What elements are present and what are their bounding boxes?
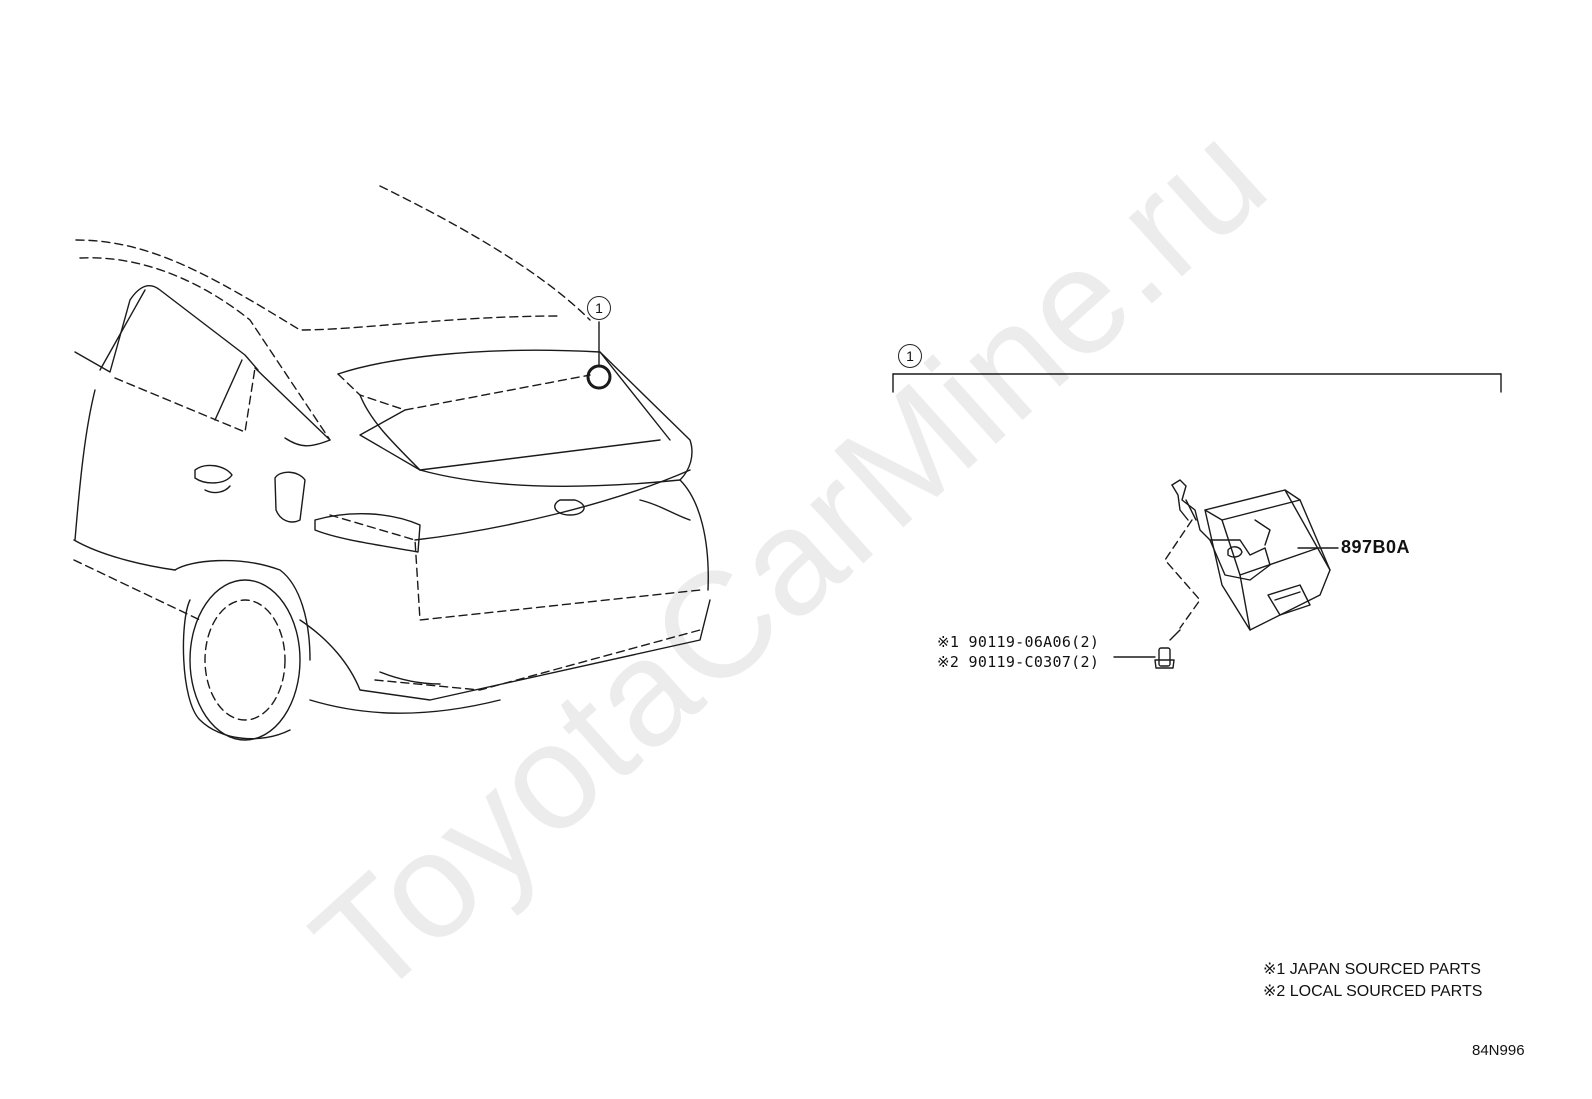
module-part-number: 897B0A	[1341, 537, 1411, 557]
diagram-code: 84N996	[1472, 1042, 1525, 1059]
bolt-part-number-japan: ※1 90119-06A06(2)	[937, 633, 1100, 651]
vehicle-outline	[73, 185, 711, 741]
bolt-component	[1113, 629, 1181, 669]
group-bracket	[892, 373, 1502, 393]
legend-japan-sourced: ※1 JAPAN SOURCED PARTS	[1263, 961, 1481, 978]
legend-local-sourced: ※2 LOCAL SOURCED PARTS	[1263, 983, 1483, 1000]
bolt-part-number-local: ※2 90119-C0307(2)	[937, 653, 1100, 671]
vehicle-callout-number: 1	[587, 296, 611, 320]
module-component	[1164, 479, 1339, 631]
vehicle-callout-marker	[586, 321, 612, 390]
group-callout-number: 1	[898, 344, 922, 368]
